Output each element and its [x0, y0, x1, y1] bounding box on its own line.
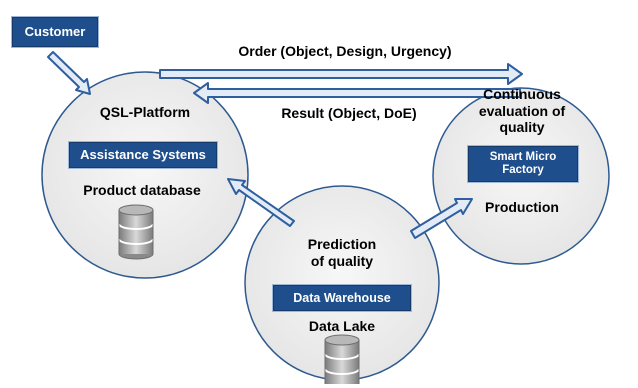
order-label: Order (Object, Design, Urgency): [238, 43, 452, 59]
smart-micro-factory-box: Smart Micro Factory: [468, 146, 578, 182]
data-warehouse-box: Data Warehouse: [273, 285, 411, 311]
qsl-subtitle: Product database: [83, 182, 201, 198]
factory-title-line: Continuous: [483, 86, 561, 102]
factory-box-line: Smart Micro: [489, 150, 557, 163]
factory-title-line: evaluation of: [478, 102, 566, 119]
factory-title-line: quality: [499, 119, 545, 136]
assistance-systems-box: Assistance Systems: [69, 142, 217, 168]
data-warehouse-label: Data Warehouse: [293, 290, 391, 305]
prediction-to-factory-arrow: [410, 198, 473, 239]
factory-subtitle: Production: [485, 199, 559, 215]
order-arrow: [159, 63, 523, 85]
qsl-title: QSL-Platform: [99, 104, 191, 120]
customer-box: Customer: [12, 17, 98, 47]
assistance-systems-label: Assistance Systems: [80, 146, 206, 162]
prediction-title: Prediction of quality: [282, 236, 402, 269]
result-arrow: [193, 82, 521, 104]
factory-box-line: Factory: [502, 164, 544, 176]
prediction-title-line: of quality: [310, 252, 374, 269]
prediction-title-line: Prediction: [307, 236, 377, 252]
prediction-subtitle: Data Lake: [308, 318, 376, 334]
factory-title: Continuous evaluation of quality: [460, 86, 584, 136]
qsl-platform-circle: [41, 71, 249, 279]
database-icon: [324, 334, 360, 384]
customer-arrow: [47, 51, 91, 95]
database-icon: [118, 204, 154, 260]
customer-label: Customer: [24, 23, 86, 39]
prediction-to-qsl-arrow: [227, 178, 295, 227]
result-label: Result (Object, DoE): [281, 105, 417, 121]
